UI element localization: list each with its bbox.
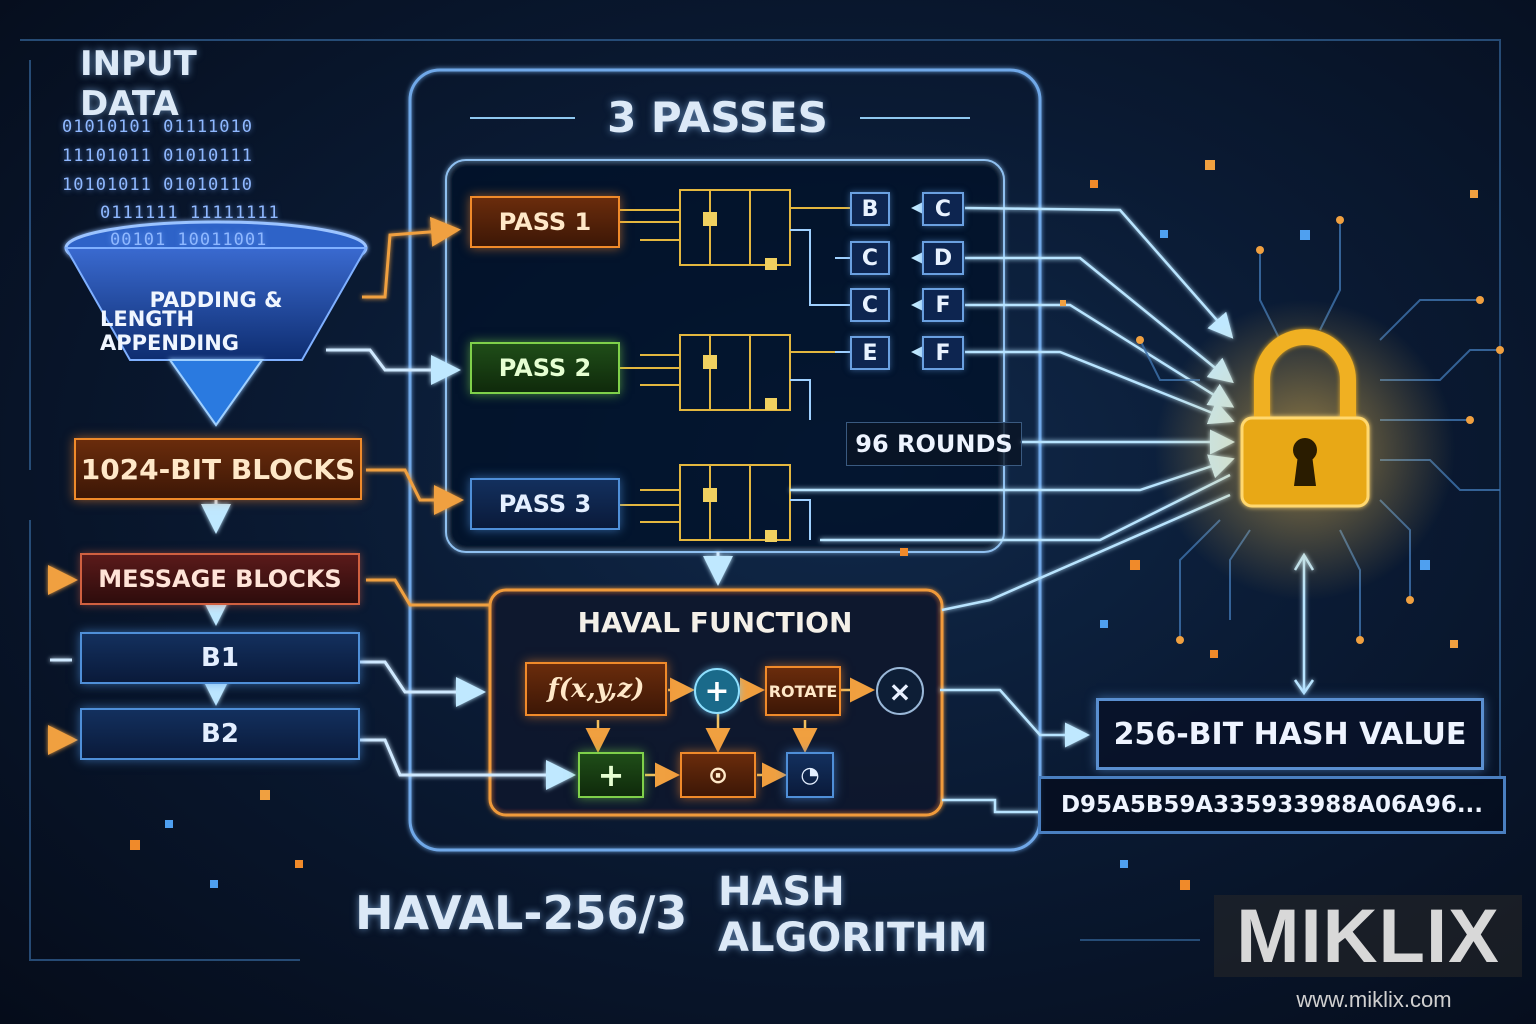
times-circle-icon: × [876, 667, 924, 715]
pass-2-box: PASS 2 [470, 342, 620, 394]
rotate-box: ROTATE [765, 666, 841, 716]
block-b1: B1 [80, 632, 360, 684]
blocks-1024-box: 1024-BIT BLOCKS [74, 438, 362, 500]
register-c-1: C [922, 192, 964, 226]
input-data-label: INPUT DATA [80, 44, 197, 124]
hash-value-output: D95A5B59A335933988A06A96... [1038, 776, 1506, 834]
main-subtitle: HASH ALGORITHM [718, 869, 988, 961]
pass-1-box: PASS 1 [470, 196, 620, 248]
funnel [64, 220, 368, 427]
hash-value-label: 256-BIT HASH VALUE [1096, 698, 1484, 770]
funnel-label-line-1: PADDING & [149, 288, 283, 312]
binary-row-3: 10101011 01010110 [62, 175, 253, 195]
binary-row-5: 00101 10011001 [110, 230, 268, 250]
register-b: B [850, 192, 890, 226]
binary-row-2: 11101011 01010111 [62, 146, 253, 166]
register-c-2: C [850, 241, 890, 275]
register-c-3: C [850, 288, 890, 322]
watermark-url[interactable]: www.miklix.com [1296, 987, 1452, 1012]
register-f-2: F [922, 336, 964, 370]
register-d: D [922, 241, 964, 275]
message-blocks-box: MESSAGE BLOCKS [80, 553, 360, 605]
funnel-label-line-2: LENGTH APPENDING [100, 307, 240, 355]
binary-row-4: 0111111 11111111 [100, 203, 280, 223]
fxyz-box: f(x,y,z) [525, 662, 667, 716]
pass-3-box: PASS 3 [470, 478, 620, 530]
plus-square-icon: + [578, 752, 644, 798]
main-title: HAVAL-256/3 [355, 886, 688, 940]
check-circle-icon: ⊙ [680, 752, 756, 798]
passes-title: 3 PASSES [607, 92, 828, 142]
block-b2: B2 [80, 708, 360, 760]
dial-icon: ◔ [786, 752, 834, 798]
glow-particles [130, 160, 1478, 890]
haval-function-title: HAVAL FUNCTION [577, 605, 853, 639]
register-e: E [850, 336, 890, 370]
watermark-logo: MIKLIX [1214, 894, 1522, 979]
register-f-1: F [922, 288, 964, 322]
rounds-label: 96 ROUNDS [846, 422, 1022, 466]
padlock-icon [1240, 329, 1370, 508]
binary-row-1: 01010101 01111010 [62, 117, 253, 137]
frame-lines [20, 39, 1501, 961]
passes-container [408, 68, 1042, 852]
plus-circle-icon: + [694, 668, 740, 714]
